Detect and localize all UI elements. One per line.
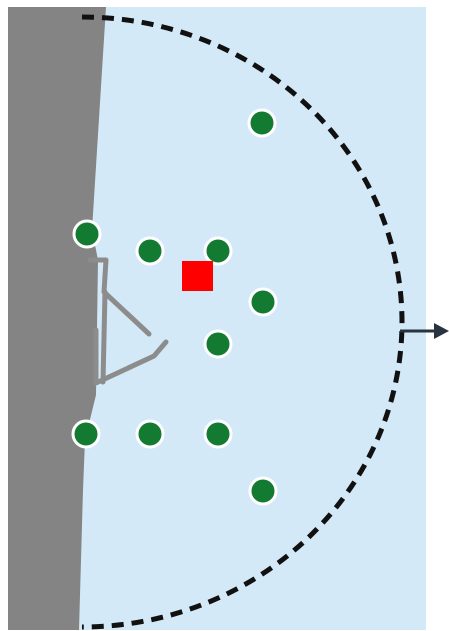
- green-marker-icon: [135, 419, 165, 449]
- pier-structure: [87, 257, 169, 386]
- green-marker-icon: [135, 236, 165, 266]
- arrow-icon: [400, 323, 449, 339]
- green-marker-icon: [203, 329, 233, 359]
- red-marker-icon: [182, 261, 213, 291]
- green-markers: [71, 108, 278, 506]
- green-marker-icon: [71, 419, 101, 449]
- green-marker-icon: [203, 419, 233, 449]
- shoreline-land: [8, 7, 106, 630]
- boundary-semicircle: [81, 14, 405, 630]
- green-marker-icon: [247, 108, 277, 138]
- green-marker-icon: [248, 287, 278, 317]
- green-marker-icon: [203, 236, 233, 266]
- green-marker-icon: [248, 476, 278, 506]
- green-marker-icon: [72, 219, 102, 249]
